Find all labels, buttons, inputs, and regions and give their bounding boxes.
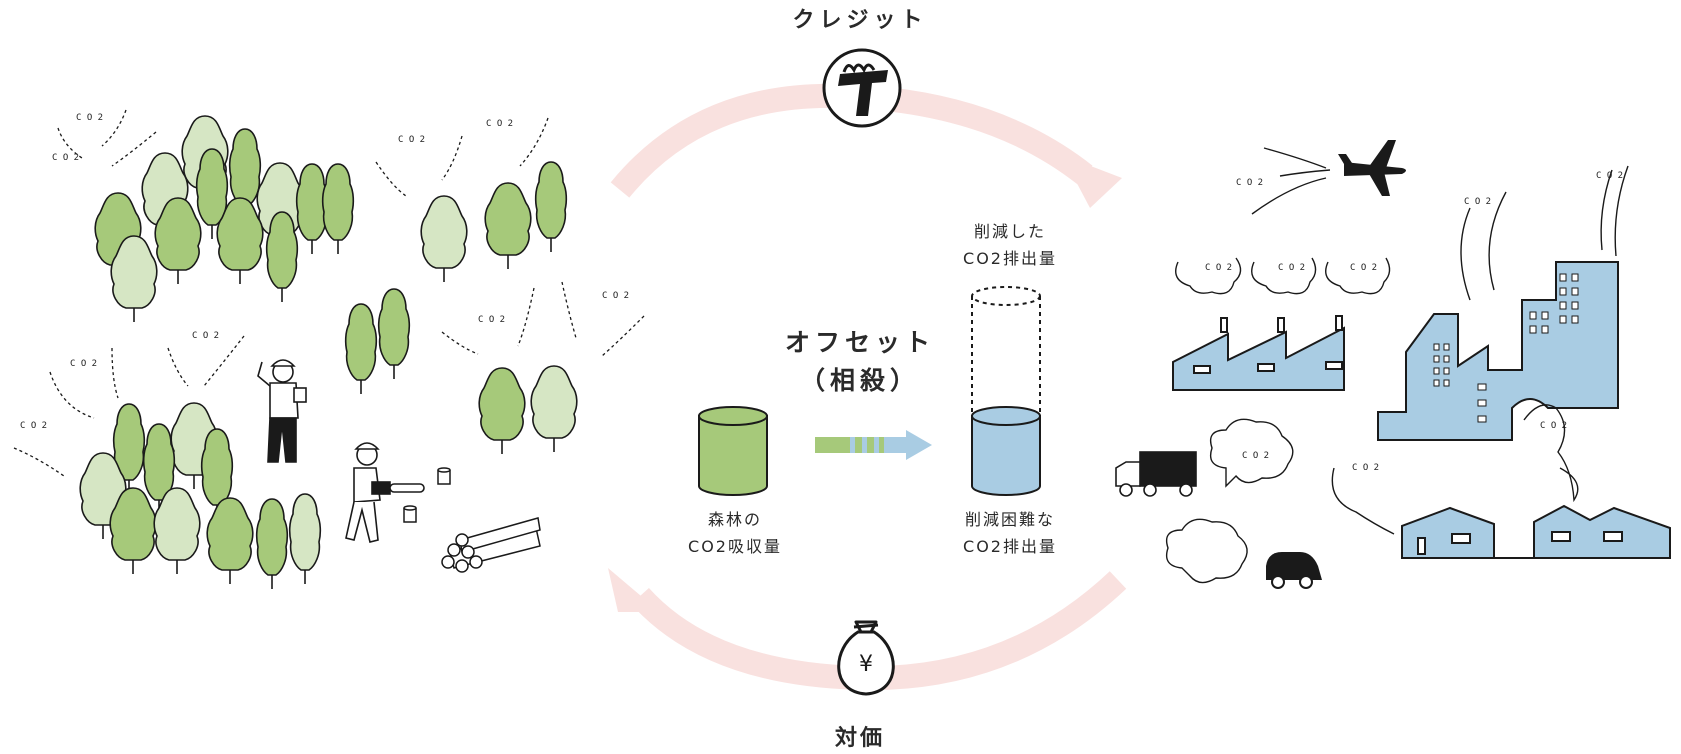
- bottom-cycle-arrowhead: [608, 568, 660, 612]
- svg-text:C O 2: C O 2: [1352, 463, 1379, 473]
- svg-text:C O 2: C O 2: [20, 421, 47, 431]
- forest-absorption-line1: 森林の: [707, 510, 762, 529]
- car-icon: [1266, 552, 1322, 589]
- svg-text:C O 2: C O 2: [70, 359, 97, 369]
- svg-text:C O 2: C O 2: [1464, 197, 1491, 207]
- airplane-trails: [1251, 147, 1331, 215]
- svg-text:C O 2: C O 2: [1205, 263, 1232, 273]
- payment-label: 対価: [834, 726, 885, 751]
- forest-cluster-middle: [344, 161, 578, 455]
- emissions-cylinder: [971, 286, 1041, 496]
- reduced-emissions-line2: CO2排出量: [963, 249, 1057, 268]
- svg-text:C O 2: C O 2: [398, 135, 425, 145]
- svg-text:C O 2: C O 2: [1242, 451, 1269, 461]
- top-cycle-arrowhead: [1062, 155, 1122, 208]
- reduced-emissions-line1: 削減した: [973, 222, 1046, 241]
- reduced-emissions-label: 削減した CO2排出量: [930, 218, 1090, 272]
- hard-to-reduce-line2: CO2排出量: [963, 537, 1057, 556]
- yen-symbol: ¥: [859, 652, 873, 677]
- forest-absorption-label: 森林の CO2吸収量: [650, 506, 820, 560]
- svg-text:C O 2: C O 2: [1540, 421, 1567, 431]
- offset-label-line2: （相殺）: [799, 366, 920, 395]
- log-pile: [441, 517, 541, 573]
- credit-label: クレジット: [792, 8, 928, 33]
- forest-absorption-cylinder: [698, 406, 768, 496]
- hard-to-reduce-label: 削減困難な CO2排出量: [930, 506, 1090, 560]
- svg-text:C O 2: C O 2: [602, 291, 629, 301]
- offset-label-line1: オフセット: [784, 328, 935, 357]
- svg-text:C O 2: C O 2: [1350, 263, 1377, 273]
- city-buildings: [1377, 261, 1619, 441]
- city-windows: [1433, 273, 1579, 423]
- svg-text:C O 2: C O 2: [478, 315, 505, 325]
- hard-to-reduce-line1: 削減困難な: [964, 510, 1055, 529]
- offset-arrow-icon: [815, 430, 932, 460]
- svg-text:C O 2: C O 2: [1236, 178, 1263, 188]
- houses: [1401, 504, 1671, 559]
- forest-cluster-top: [94, 115, 355, 323]
- airplane-icon: [1338, 140, 1406, 196]
- co2-flow-arrows: [13, 109, 645, 477]
- svg-text:C O 2: C O 2: [192, 331, 219, 341]
- svg-text:C O 2: C O 2: [486, 119, 513, 129]
- svg-text:C O 2: C O 2: [76, 113, 103, 123]
- woodcutter-person: [345, 442, 425, 543]
- credit-stamp-icon: [822, 48, 902, 128]
- chainsaw-icon: [371, 481, 425, 495]
- factory-building: [1172, 257, 1391, 391]
- offset-label: オフセット （相殺）: [760, 324, 960, 400]
- city-smoke: [1331, 165, 1629, 535]
- svg-text:C O 2: C O 2: [52, 153, 79, 163]
- surveyor-person: [257, 359, 307, 463]
- co2-speech-bubbles: C O 2: [1165, 418, 1294, 584]
- money-bag-icon: ¥: [837, 620, 895, 696]
- stumps-and-logs: [403, 467, 541, 573]
- svg-text:C O 2: C O 2: [1278, 263, 1305, 273]
- forest-absorption-line2: CO2吸収量: [688, 537, 782, 556]
- truck-icon: [1115, 451, 1197, 497]
